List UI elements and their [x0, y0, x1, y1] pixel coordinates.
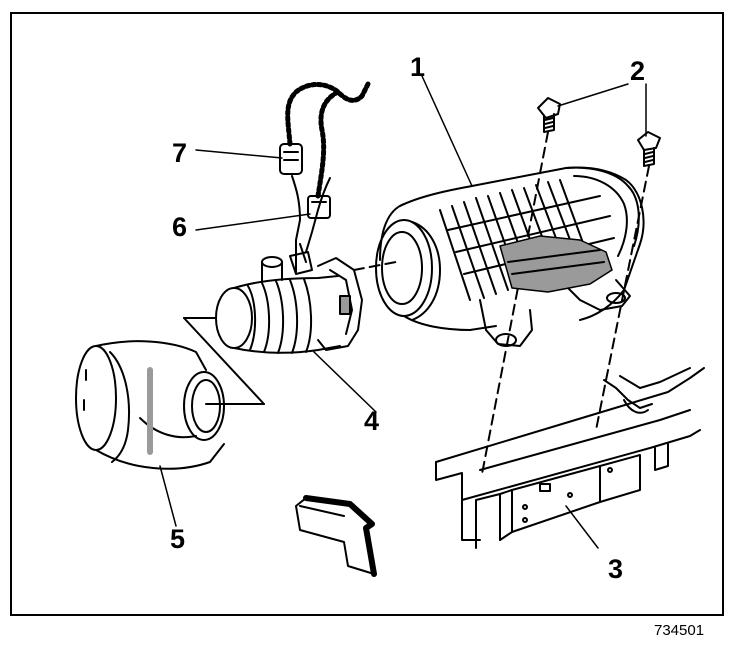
forward-direction-arrow	[295, 495, 377, 577]
outlet-duct	[215, 243, 363, 354]
inlet-resonator	[75, 340, 225, 470]
air-cleaner-housing	[375, 166, 645, 347]
diagram-frame	[10, 12, 724, 616]
callout-2: 2	[630, 56, 646, 86]
callout-5: 5	[170, 524, 186, 554]
frame-rail	[435, 367, 705, 549]
bolt-left	[537, 97, 561, 133]
sensor-harness	[279, 81, 371, 273]
bolt-right	[637, 131, 661, 167]
callout-7: 7	[172, 138, 188, 168]
callout-3: 3	[608, 554, 624, 584]
callout-6: 6	[172, 212, 188, 242]
callout-1: 1	[410, 52, 426, 82]
resonator-alignment-lines	[183, 317, 265, 405]
duct-alignment-line	[353, 261, 397, 271]
callout-leaders	[159, 75, 647, 549]
figure-number: 734501	[654, 622, 705, 639]
callout-4: 4	[364, 406, 380, 436]
